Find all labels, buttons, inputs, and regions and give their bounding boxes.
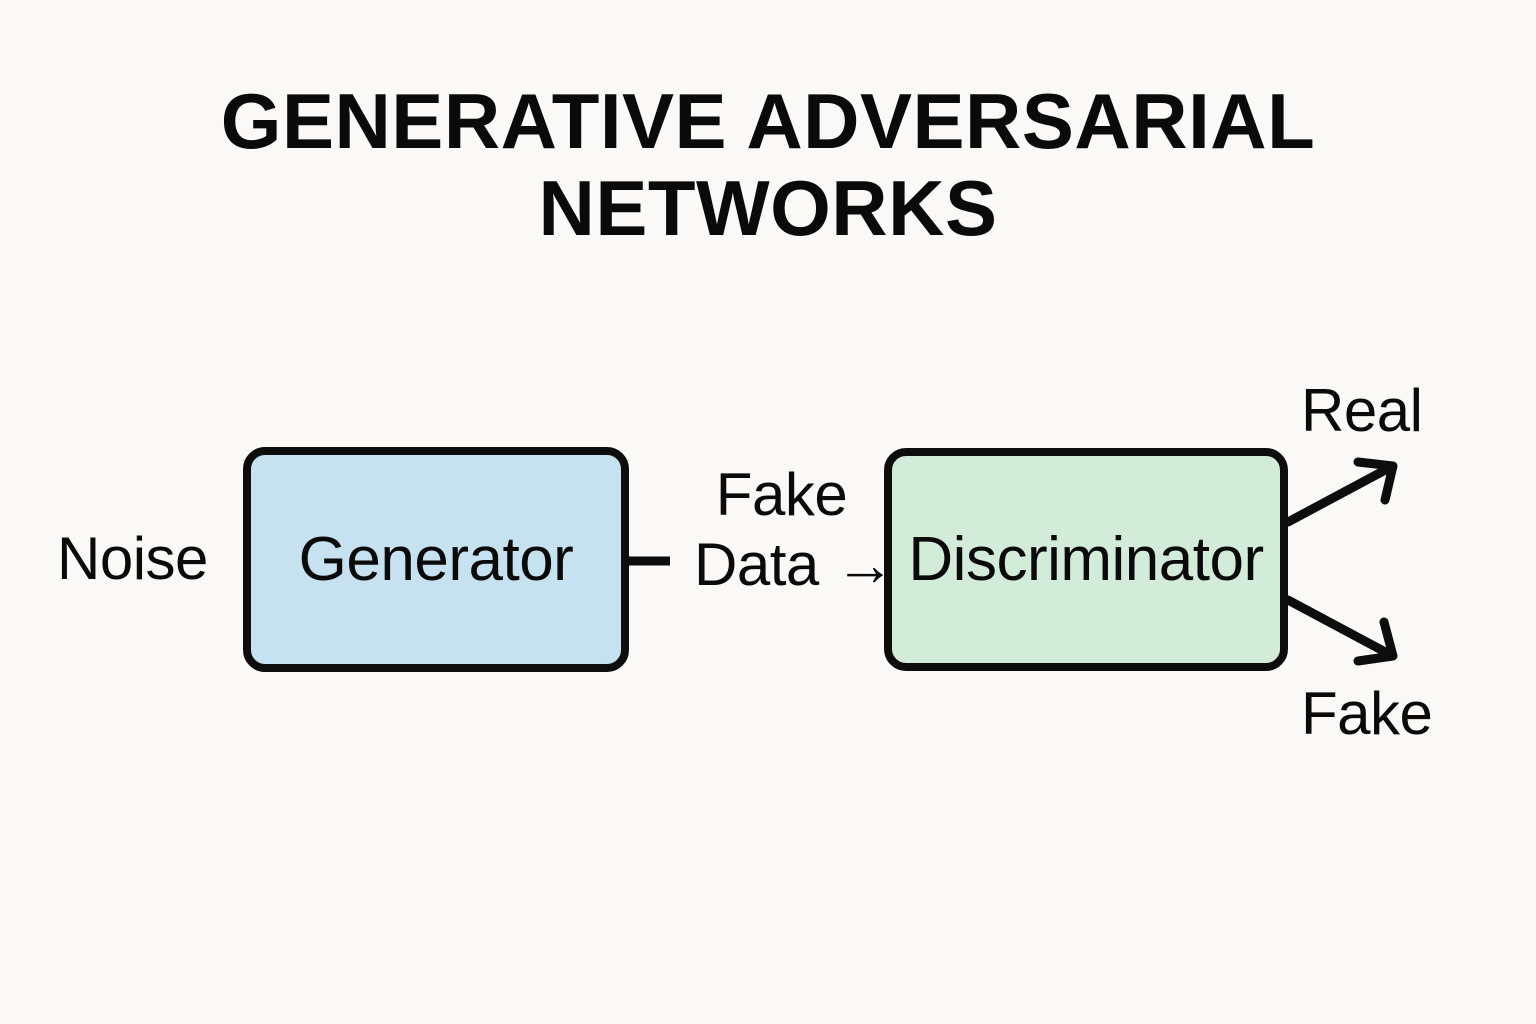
input-label-noise: Noise bbox=[57, 525, 208, 592]
fake-arrow-shaft bbox=[1283, 595, 1394, 659]
node-generator[interactable]: Generator bbox=[243, 447, 629, 672]
edge-label-fake-data-line1: Fake bbox=[715, 461, 848, 528]
page-title: GENERATIVE ADVERSARIAL NETWORKS bbox=[220, 77, 1316, 253]
fake-arrowhead bbox=[1353, 617, 1398, 666]
edge-label-fake-data-line2: Data → bbox=[694, 530, 895, 598]
node-discriminator-label: Discriminator bbox=[908, 525, 1264, 594]
output-label-fake: Fake bbox=[1301, 680, 1433, 747]
real-arrowhead bbox=[1353, 457, 1398, 505]
node-generator-label: Generator bbox=[298, 525, 574, 594]
output-label-real: Real bbox=[1301, 377, 1423, 444]
edge-label-fake-data: Fake Data → bbox=[694, 460, 895, 599]
real-arrow-shaft bbox=[1283, 463, 1394, 527]
node-discriminator[interactable]: Discriminator bbox=[884, 448, 1288, 671]
